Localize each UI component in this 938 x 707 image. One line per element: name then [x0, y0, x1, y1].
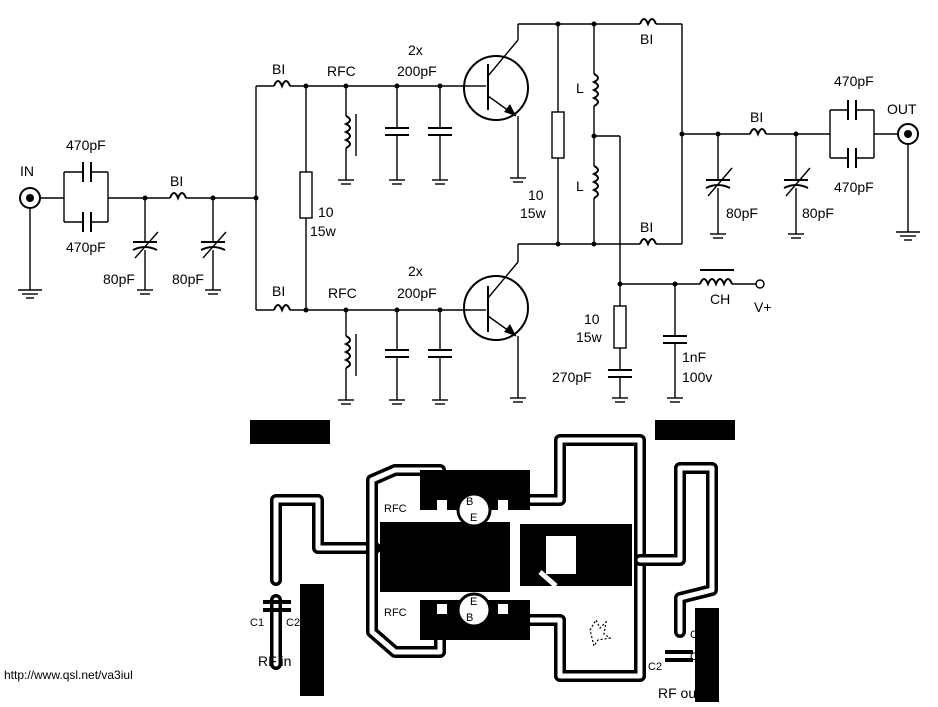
input-connector	[18, 187, 42, 299]
input-cap-top-label: 470pF	[66, 137, 106, 153]
cap-top-1	[385, 83, 409, 185]
cap-top-2	[428, 83, 452, 185]
supply-network	[608, 269, 765, 403]
input-cap-bottom-label: 470pF	[66, 239, 106, 255]
cap-1nf-label: 1nF	[682, 349, 706, 365]
bi-collector-top-label: BI	[640, 31, 653, 47]
trimmer-1-label: 80pF	[103, 271, 135, 287]
pcb-c2-right-label: C2	[648, 661, 662, 673]
trimmer-2-label: 80pF	[172, 271, 204, 287]
input-trimmer-1	[132, 195, 159, 295]
input-balance-resistor	[299, 83, 313, 313]
output-cap-bottom-label: 470pF	[834, 179, 874, 195]
svg-text:B: B	[466, 496, 473, 508]
cap-2x-top-label: 2x	[408, 42, 423, 58]
cap-200pf-top-label: 200pF	[397, 63, 437, 79]
collector-resistor-value: 10	[528, 187, 544, 203]
cap-270pf-label: 270pF	[552, 369, 592, 385]
cap-200pf-bottom-label: 200pF	[397, 285, 437, 301]
pcb-c2-label: C2	[286, 617, 300, 629]
svg-text:B: B	[466, 612, 473, 624]
bi-output-label: BI	[750, 109, 763, 125]
pcb-rf-out-label: RF ou	[658, 685, 696, 701]
collector-network	[518, 18, 683, 284]
cap-bottom-1	[385, 307, 409, 405]
in-label: IN	[20, 163, 34, 179]
input-trimmer-2	[200, 195, 227, 295]
collector-resistor-power: 15w	[520, 205, 547, 221]
bi-top-label: BI	[272, 61, 285, 77]
rfc-bottom	[338, 307, 357, 405]
resistor-power-label: 15w	[310, 223, 337, 239]
svg-text:E: E	[470, 512, 477, 524]
inductor-bottom-label: L	[576, 178, 584, 194]
pcb-c1-label: C1	[250, 617, 264, 629]
output-cap-top-label: 470pF	[834, 73, 874, 89]
pcb-rfc-top-label: RFC	[384, 503, 407, 515]
rfc-top	[338, 83, 357, 185]
cap-bottom-2	[428, 307, 452, 405]
supply-resistor-value: 10	[584, 311, 600, 327]
supply-resistor-power: 15w	[576, 329, 603, 345]
out-trimmer-1-label: 80pF	[726, 205, 758, 221]
input-bi-label: BI	[170, 173, 183, 189]
transistor-top	[463, 24, 529, 183]
rfc-bottom-label: RFC	[328, 285, 357, 301]
pcb-rfc-bottom-label: RFC	[384, 607, 407, 619]
choke-label: CH	[710, 291, 730, 307]
rfc-top-label: RFC	[327, 63, 356, 79]
output-network	[679, 100, 920, 241]
pcb-layout: B E E B	[250, 420, 735, 702]
svg-text:E: E	[470, 596, 477, 608]
out-trimmer-2-label: 80pF	[802, 205, 834, 221]
resistor-value-label: 10	[318, 204, 334, 220]
input-split	[253, 80, 470, 313]
inductor-top-label: L	[576, 80, 584, 96]
cap-2x-bottom-label: 2x	[408, 263, 423, 279]
input-bead	[169, 192, 256, 201]
pcb-c-right2-label: C	[690, 651, 698, 663]
bi-bottom-label: BI	[272, 283, 285, 299]
source-url: http://www.qsl.net/va3iul	[4, 668, 133, 682]
out-label: OUT	[887, 101, 917, 117]
input-caps	[40, 162, 170, 232]
transistor-bottom	[463, 244, 529, 403]
supply-label: V+	[754, 299, 772, 315]
pcb-rf-in-label: RF in	[258, 653, 291, 669]
pcb-c-right-label: C	[690, 629, 698, 641]
bi-collector-bottom-label: BI	[640, 219, 653, 235]
cap-100v-label: 100v	[682, 369, 712, 385]
